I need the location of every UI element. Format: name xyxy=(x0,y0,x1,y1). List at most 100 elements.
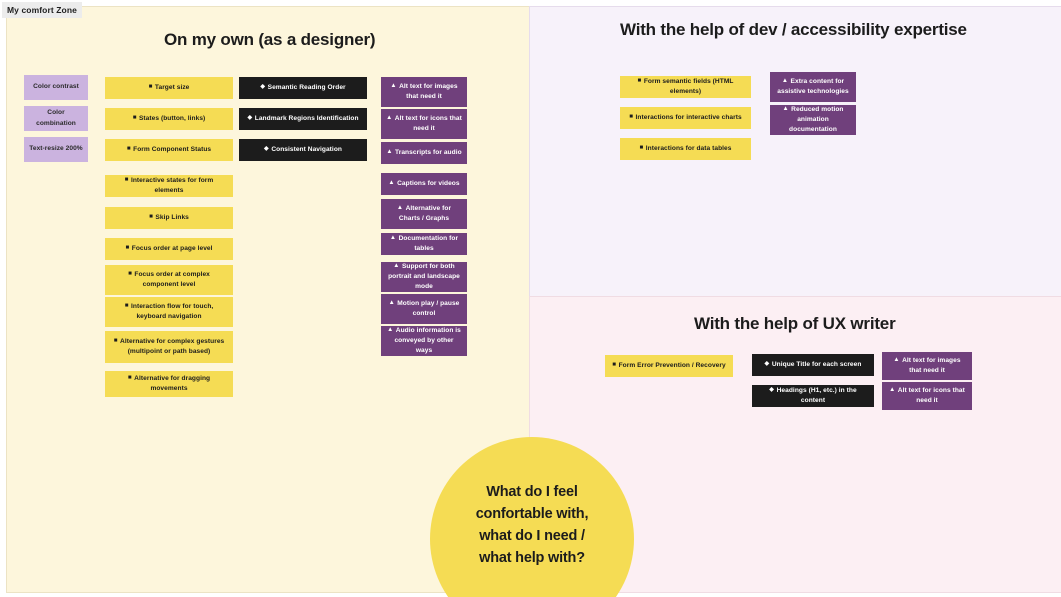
sticky-card[interactable]: ▲Support for both portrait and landscape… xyxy=(381,262,467,292)
triangle-bullet-icon: ▲ xyxy=(781,76,789,84)
sticky-card-label: Form Error Prevention / Recovery xyxy=(618,361,726,369)
diamond-bullet-icon: ◆ xyxy=(260,83,266,91)
sticky-card[interactable]: ▲Alt text for icons that need it xyxy=(381,109,467,139)
sticky-card-label: Support for both portrait and landscape … xyxy=(388,262,460,291)
sticky-card[interactable]: ▲Transcripts for audio xyxy=(381,142,467,164)
sticky-card[interactable]: ■Focus order at complex component level xyxy=(105,265,233,295)
sticky-card[interactable]: ■Focus order at page level xyxy=(105,238,233,260)
sticky-card-label: Motion play / pause control xyxy=(397,299,460,317)
sticky-card[interactable]: ▲Alt text for images that need it xyxy=(381,77,467,107)
sticky-card-label: Alt text for images that need it xyxy=(399,82,458,100)
square-bullet-icon: ■ xyxy=(124,301,129,309)
sticky-card-label: Color combination xyxy=(36,109,76,127)
sticky-card-label: Interaction flow for touch, keyboard nav… xyxy=(130,302,214,320)
diamond-bullet-icon: ◆ xyxy=(769,385,775,393)
sticky-card-label: Audio information is conveyed by other w… xyxy=(394,326,461,355)
comfort-zone-tag: My comfort Zone xyxy=(2,2,82,18)
triangle-bullet-icon: ▲ xyxy=(387,325,394,333)
square-bullet-icon: ■ xyxy=(113,336,118,344)
sticky-card[interactable]: ◆Headings (H1, etc.) in the content xyxy=(752,385,874,407)
sticky-card[interactable]: ■Target size xyxy=(105,77,233,99)
sticky-card-label: Interactions for data tables xyxy=(645,144,732,152)
sticky-card[interactable]: ■Interactions for data tables xyxy=(620,138,751,160)
sticky-card-label: Text-resize 200% xyxy=(29,145,83,153)
sticky-card[interactable]: ■Interactive states for form elements xyxy=(105,175,233,197)
triangle-bullet-icon: ▲ xyxy=(393,261,400,269)
sticky-card[interactable]: ■Interactions for interactive charts xyxy=(620,107,751,129)
sticky-card-label: Extra content for assistive technologies xyxy=(777,77,849,95)
sticky-card-label: Form Component Status xyxy=(133,145,212,153)
square-bullet-icon: ■ xyxy=(629,113,634,121)
square-bullet-icon: ■ xyxy=(637,76,642,84)
sticky-card[interactable]: ▲Alt text for icons that need it xyxy=(882,382,972,410)
triangle-bullet-icon: ▲ xyxy=(782,104,789,112)
sticky-card[interactable]: ◆Landmark Regions Identification xyxy=(239,108,367,130)
question-callout-text: What do I feel confortable with, what do… xyxy=(475,484,589,567)
page-title-dev-accessibility: With the help of dev / accessibility exp… xyxy=(620,20,967,39)
triangle-bullet-icon: ▲ xyxy=(386,148,393,156)
square-bullet-icon: ■ xyxy=(124,175,129,183)
sticky-card-label: Focus order at complex component level xyxy=(134,270,210,288)
sticky-card[interactable]: ◆Semantic Reading Order xyxy=(239,77,367,99)
sticky-card[interactable]: ■Form Component Status xyxy=(105,139,233,161)
sticky-card-label: Reduced motion animation documentation xyxy=(789,105,844,134)
sticky-card[interactable]: ■Alternative for complex gestures (multi… xyxy=(105,331,233,363)
sticky-card[interactable]: ■Form semantic fields (HTML elements) xyxy=(620,76,751,98)
triangle-bullet-icon: ▲ xyxy=(396,203,404,211)
sticky-card-label: Headings (H1, etc.) in the content xyxy=(776,386,857,404)
sticky-card[interactable]: ■Alternative for dragging movements xyxy=(105,371,233,397)
sticky-card-label: Interactions for interactive charts xyxy=(635,113,742,121)
sticky-card[interactable]: ▲Alternative for Charts / Graphs xyxy=(381,199,467,229)
triangle-bullet-icon: ▲ xyxy=(389,233,397,241)
triangle-bullet-icon: ▲ xyxy=(388,179,395,187)
triangle-bullet-icon: ▲ xyxy=(893,355,900,363)
sticky-card[interactable]: ■States (button, links) xyxy=(105,108,233,130)
square-bullet-icon: ■ xyxy=(612,361,617,369)
sticky-card-label: Interactive states for form elements xyxy=(130,176,214,194)
sticky-card-label: Form semantic fields (HTML elements) xyxy=(643,77,734,95)
square-bullet-icon: ■ xyxy=(127,373,132,381)
sticky-card-label: Focus order at page level xyxy=(131,244,213,252)
sticky-card[interactable]: ▲Documentation for tables xyxy=(381,233,467,255)
sticky-card[interactable]: ▲Alt text for images that need it xyxy=(882,352,972,380)
page-title-on-my-own: On my own (as a designer) xyxy=(164,30,376,49)
square-bullet-icon: ■ xyxy=(149,213,153,221)
page-title-ux-writer: With the help of UX writer xyxy=(694,314,896,333)
sticky-card[interactable]: ▲Motion play / pause control xyxy=(381,294,467,324)
sticky-card-label: Alt text for icons that need it xyxy=(897,386,965,404)
diamond-bullet-icon: ◆ xyxy=(247,114,253,122)
sticky-card[interactable]: ◆Unique Title for each screen xyxy=(752,354,874,376)
sticky-card[interactable]: ■Skip Links xyxy=(105,207,233,229)
sticky-card[interactable]: ▲Extra content for assistive technologie… xyxy=(770,72,856,102)
sticky-card[interactable]: Color contrast xyxy=(24,75,88,100)
sticky-card[interactable]: ■Form Error Prevention / Recovery xyxy=(605,355,733,377)
sticky-card-label: Alt text for images that need it xyxy=(902,356,961,374)
triangle-bullet-icon: ▲ xyxy=(390,81,397,89)
square-bullet-icon: ■ xyxy=(125,244,130,252)
sticky-card-label: Skip Links xyxy=(155,213,189,221)
sticky-card-label: Captions for videos xyxy=(397,179,460,187)
sticky-card[interactable]: ◆Consistent Navigation xyxy=(239,139,367,161)
diamond-bullet-icon: ◆ xyxy=(764,360,770,368)
sticky-card-label: Alternative for dragging movements xyxy=(134,374,211,392)
square-bullet-icon: ■ xyxy=(128,269,132,277)
sticky-card-label: Documentation for tables xyxy=(398,234,459,252)
sticky-card[interactable]: ■Interaction flow for touch, keyboard na… xyxy=(105,297,233,327)
square-bullet-icon: ■ xyxy=(639,144,644,152)
sticky-card-label: Transcripts for audio xyxy=(395,148,462,156)
sticky-card-label: Target size xyxy=(154,83,190,91)
sticky-card[interactable]: ▲Reduced motion animation documentation xyxy=(770,105,856,135)
triangle-bullet-icon: ▲ xyxy=(386,113,393,121)
sticky-card-label: Alternative for Charts / Graphs xyxy=(398,204,452,222)
sticky-card[interactable]: ▲Audio information is conveyed by other … xyxy=(381,326,467,356)
sticky-card[interactable]: ▲Captions for videos xyxy=(381,173,467,195)
sticky-card-label: Semantic Reading Order xyxy=(267,83,346,91)
square-bullet-icon: ■ xyxy=(148,83,153,91)
triangle-bullet-icon: ▲ xyxy=(889,385,896,393)
question-callout-circle: What do I feel confortable with, what do… xyxy=(430,437,634,597)
triangle-bullet-icon: ▲ xyxy=(388,298,395,306)
sticky-card[interactable]: Color combination xyxy=(24,106,88,131)
sticky-card-label: Landmark Regions Identification xyxy=(254,114,359,122)
sticky-card[interactable]: Text-resize 200% xyxy=(24,137,88,162)
